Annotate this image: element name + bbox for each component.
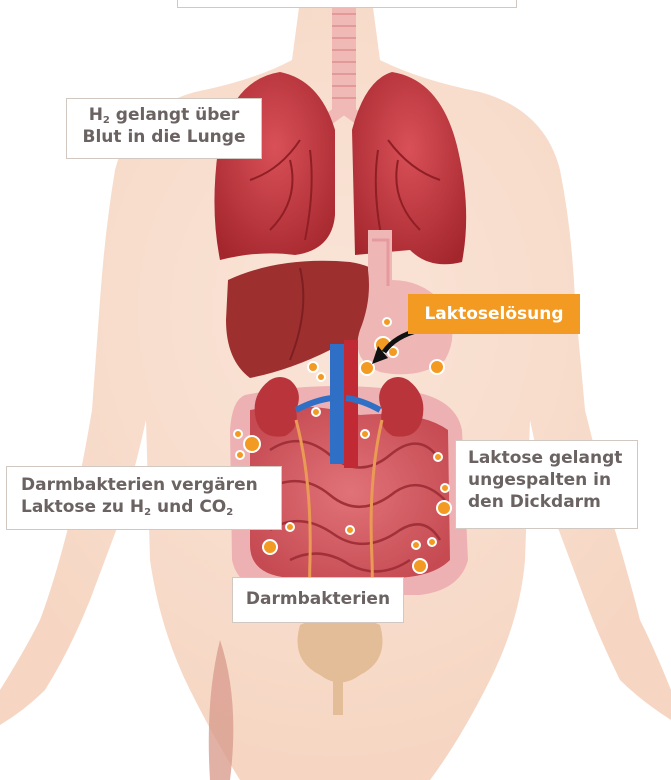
colon-label: Laktose gelangt ungespalten in den Dickd…	[455, 440, 638, 529]
top-label-box	[177, 0, 517, 8]
fermentation-label: Darmbakterien vergären Laktose zu H2 und…	[6, 466, 282, 530]
lung-label: H2 gelangt über Blut in die Lunge	[66, 98, 262, 159]
bacteria-label: Darmbakterien	[232, 577, 404, 623]
lactose-solution-label: Laktoselösung	[408, 294, 580, 334]
